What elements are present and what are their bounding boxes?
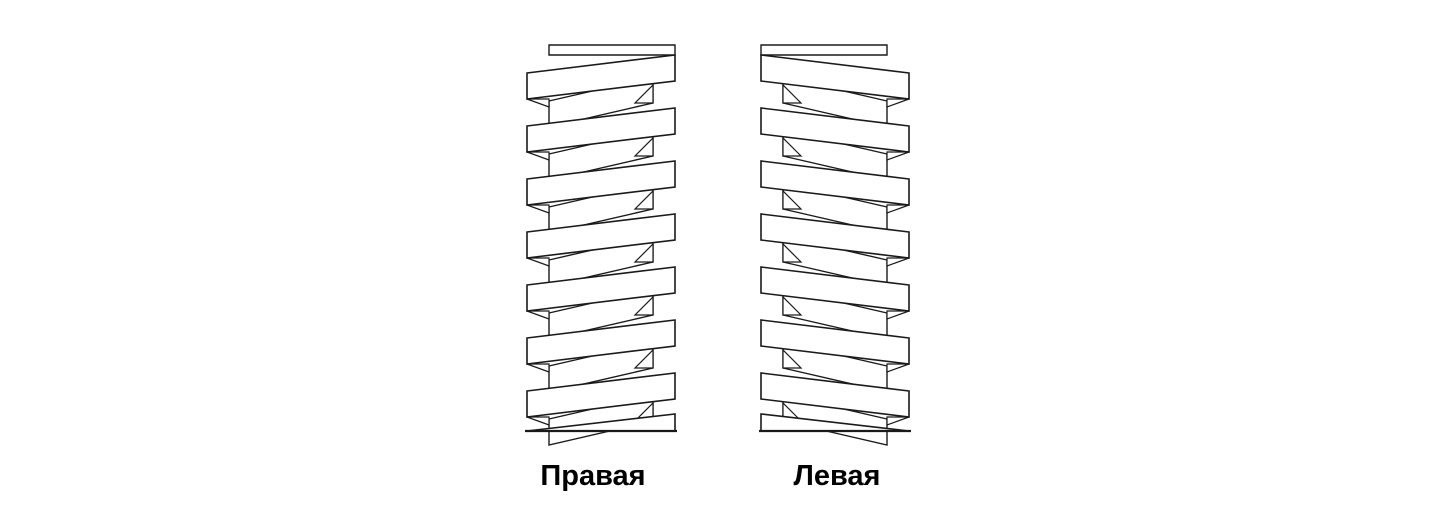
- thread-crest: [760, 107, 910, 153]
- thread-flank: [633, 83, 654, 104]
- thread-flank: [633, 189, 654, 210]
- thread-crest: [526, 54, 676, 100]
- thread-notch: [886, 151, 910, 161]
- thread-crest: [526, 213, 676, 259]
- right-hand-thread-label: Правая: [540, 460, 646, 492]
- thread-cap: [548, 44, 676, 56]
- thread-crest: [526, 160, 676, 206]
- thread-flank: [633, 136, 654, 157]
- thread-notch: [886, 310, 910, 320]
- thread-notch: [526, 204, 550, 214]
- thread-crest: [760, 319, 910, 365]
- thread-crest: [526, 319, 676, 365]
- thread-notch: [886, 257, 910, 267]
- thread-crest: [760, 372, 910, 418]
- thread-crest: [760, 266, 910, 312]
- thread-flank: [633, 295, 654, 316]
- thread-notch: [526, 363, 550, 373]
- thread-flank: [782, 348, 803, 369]
- thread-notch: [526, 151, 550, 161]
- thread-notch: [886, 204, 910, 214]
- thread-flank: [633, 348, 654, 369]
- thread-cap: [760, 44, 888, 56]
- thread-flank: [782, 189, 803, 210]
- thread-notch: [886, 98, 910, 108]
- left-hand-thread-label: Левая: [793, 460, 881, 492]
- thread-notch: [526, 416, 550, 426]
- thread-crest: [760, 160, 910, 206]
- left-hand-thread-screw: [759, 44, 911, 446]
- thread-notch: [886, 416, 910, 426]
- thread-crest: [526, 107, 676, 153]
- thread-flank: [782, 295, 803, 316]
- right-hand-thread-screw: [525, 44, 677, 446]
- thread-flank: [782, 136, 803, 157]
- thread-flank: [633, 242, 654, 263]
- thread-flank: [782, 83, 803, 104]
- thread-crest: [760, 54, 910, 100]
- thread-flank: [782, 242, 803, 263]
- thread-notch: [526, 257, 550, 267]
- thread-notch: [886, 363, 910, 373]
- thread-crest: [760, 213, 910, 259]
- thread-notch: [526, 98, 550, 108]
- thread-notch: [526, 310, 550, 320]
- thread-crest: [526, 372, 676, 418]
- thread-crest: [526, 266, 676, 312]
